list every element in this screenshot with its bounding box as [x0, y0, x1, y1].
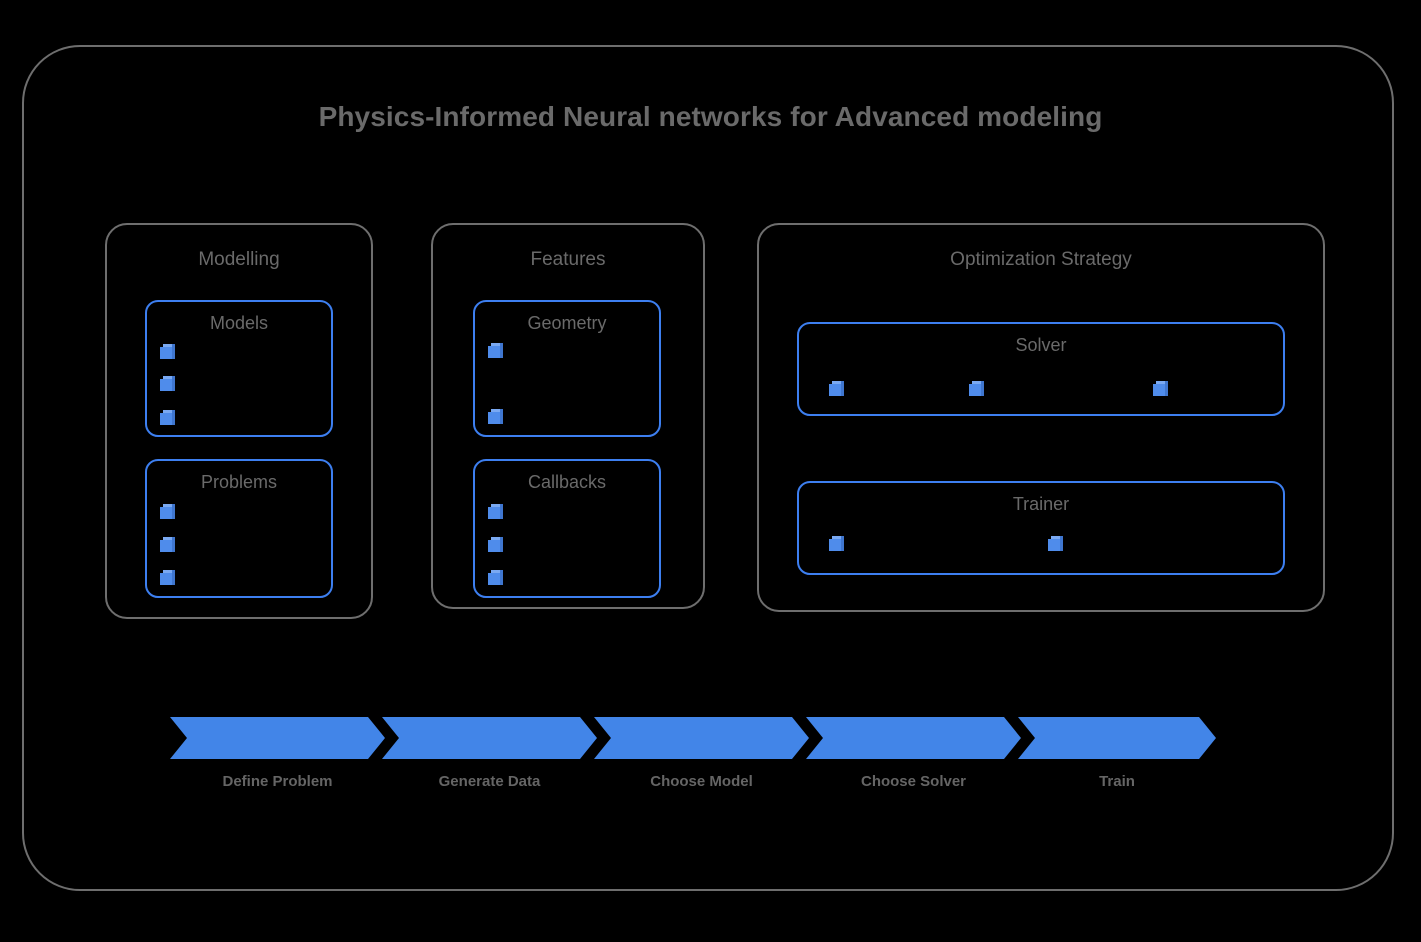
cube-side-face	[500, 504, 503, 519]
cube-side-face	[500, 537, 503, 552]
cube-top-face	[163, 410, 175, 413]
sub-box-problems[interactable]: Problems	[145, 459, 333, 598]
cube-side-face	[841, 381, 844, 396]
cube-marker	[829, 536, 844, 551]
cube-top-face	[491, 570, 503, 573]
cube-side-face	[500, 343, 503, 358]
group-title-features: Features	[530, 249, 606, 270]
sub-box-title-models: Models	[209, 313, 269, 333]
cube-top-face	[832, 536, 844, 539]
cube-front-face	[160, 347, 172, 359]
cube-marker	[160, 570, 175, 585]
process-step-arrow-5[interactable]	[1018, 717, 1216, 759]
cube-front-face	[488, 573, 500, 585]
cube-marker	[160, 504, 175, 519]
cube-front-face	[969, 384, 981, 396]
sub-box-title-problems: Problems	[200, 472, 278, 492]
cube-top-face	[972, 381, 984, 384]
cube-marker	[969, 381, 984, 396]
cube-front-face	[160, 379, 172, 391]
process-step-arrow-3[interactable]	[594, 717, 809, 759]
cube-marker	[488, 570, 503, 585]
cube-front-face	[1048, 539, 1060, 551]
cube-top-face	[1156, 381, 1168, 384]
cube-marker	[160, 344, 175, 359]
cube-top-face	[491, 504, 503, 507]
cube-marker	[160, 410, 175, 425]
sub-box-title-trainer: Trainer	[1012, 494, 1070, 514]
cube-front-face	[1153, 384, 1165, 396]
page-title: Physics-Informed Neural networks for Adv…	[318, 101, 1103, 132]
cube-top-face	[163, 504, 175, 507]
cube-front-face	[160, 507, 172, 519]
cube-top-face	[163, 344, 175, 347]
cube-marker	[488, 537, 503, 552]
sub-box-models[interactable]: Models	[145, 300, 333, 437]
cube-top-face	[1051, 536, 1063, 539]
cube-side-face	[500, 570, 503, 585]
cube-front-face	[488, 412, 500, 424]
sub-box-geometry[interactable]: Geometry	[473, 300, 661, 437]
sub-box-trainer[interactable]: Trainer	[797, 481, 1285, 575]
process-step-label-1: Define Problem	[222, 773, 333, 790]
cube-marker	[1048, 536, 1063, 551]
cube-marker	[488, 409, 503, 424]
cube-side-face	[172, 344, 175, 359]
process-flow: Define Problem Generate Data Choose Mode…	[170, 717, 1216, 790]
sub-box-title-geometry: Geometry	[527, 313, 607, 333]
cube-top-face	[832, 381, 844, 384]
cube-top-face	[163, 570, 175, 573]
cube-marker	[160, 537, 175, 552]
cube-side-face	[981, 381, 984, 396]
cube-marker	[829, 381, 844, 396]
sub-box-callbacks[interactable]: Callbacks	[473, 459, 661, 598]
process-step-label-3: Choose Model	[650, 773, 753, 790]
cube-side-face	[1060, 536, 1063, 551]
process-step-arrow-1[interactable]	[170, 717, 385, 759]
cube-front-face	[488, 540, 500, 552]
cube-marker	[488, 504, 503, 519]
cube-side-face	[841, 536, 844, 551]
cube-front-face	[160, 413, 172, 425]
cube-marker	[1153, 381, 1168, 396]
cube-side-face	[172, 504, 175, 519]
cube-top-face	[163, 537, 175, 540]
cube-front-face	[829, 384, 841, 396]
cube-top-face	[163, 376, 175, 379]
process-step-label-5: Train	[1099, 773, 1135, 790]
process-step-arrow-4[interactable]	[806, 717, 1021, 759]
cube-marker	[160, 376, 175, 391]
cube-front-face	[488, 346, 500, 358]
cube-top-face	[491, 343, 503, 346]
cube-top-face	[491, 409, 503, 412]
cube-front-face	[160, 573, 172, 585]
cube-side-face	[1165, 381, 1168, 396]
process-step-arrow-2[interactable]	[382, 717, 597, 759]
cube-side-face	[172, 410, 175, 425]
cube-front-face	[160, 540, 172, 552]
sub-box-title-solver: Solver	[1015, 335, 1067, 355]
group-title-optimization-strategy: Optimization Strategy	[950, 249, 1132, 270]
cube-top-face	[491, 537, 503, 540]
group-title-modelling: Modelling	[198, 249, 280, 270]
cube-front-face	[488, 507, 500, 519]
cube-front-face	[829, 539, 841, 551]
sub-box-title-callbacks: Callbacks	[527, 472, 607, 492]
cube-side-face	[172, 570, 175, 585]
cube-side-face	[500, 409, 503, 424]
process-step-label-4: Choose Solver	[860, 773, 967, 790]
cube-side-face	[172, 376, 175, 391]
sub-box-solver[interactable]: Solver	[797, 322, 1285, 416]
cube-marker	[488, 343, 503, 358]
cube-side-face	[172, 537, 175, 552]
process-step-label-2: Generate Data	[438, 773, 541, 790]
